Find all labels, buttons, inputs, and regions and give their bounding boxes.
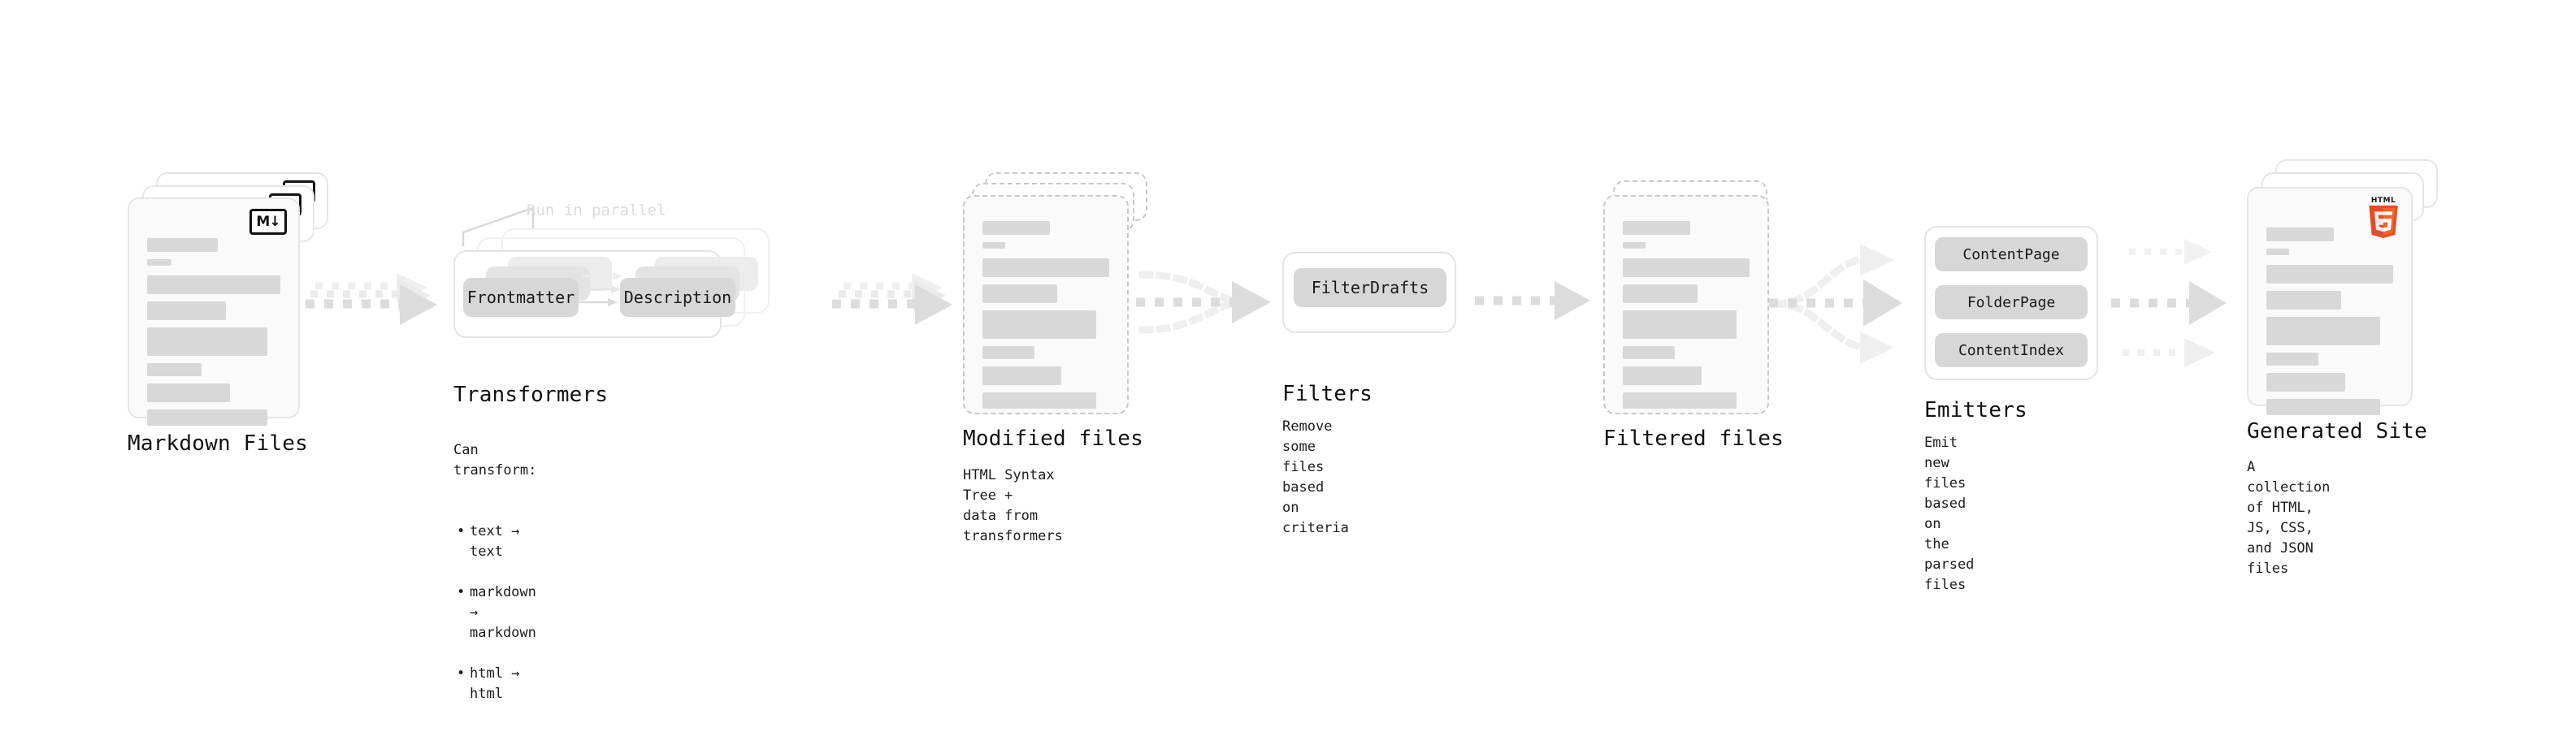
modified-card-front [963, 195, 1129, 414]
stage-title-markdown-files: Markdown Files [128, 431, 308, 456]
placeholder-line [982, 221, 1050, 235]
placeholder-line [1623, 346, 1675, 359]
placeholder-line [982, 366, 1061, 385]
connector-filtered-to-emitters [1769, 244, 1902, 364]
run-in-parallel-label: Run in parallel [527, 201, 666, 219]
site-card-front: HTML [2247, 187, 2413, 415]
chip-contentindex[interactable]: ContentIndex [1935, 333, 2088, 367]
placeholder-line [2266, 227, 2334, 241]
chip-filterdrafts[interactable]: FilterDrafts [1294, 268, 1446, 307]
emitters-subtitle: Emit new files based on the parsed files [1924, 435, 1975, 593]
placeholder-line [147, 275, 280, 294]
chip-contentpage[interactable]: ContentPage [1935, 237, 2088, 271]
placeholder-line [2266, 291, 2342, 310]
connector-modified-to-filters [1136, 271, 1271, 334]
placeholder-line [982, 346, 1034, 359]
placeholder-line [147, 301, 226, 320]
placeholder-line [2266, 317, 2381, 345]
placeholder-line [147, 259, 171, 266]
transformers-bullet-list: text → text markdown → markdown html → h… [453, 501, 536, 725]
chip-frontmatter[interactable]: Frontmatter [463, 278, 579, 317]
transformers-bullet: text → text [457, 522, 536, 562]
chip-folderpage[interactable]: FolderPage [1935, 285, 2088, 319]
placeholder-lines [2266, 227, 2393, 422]
stage-title-emitters: Emitters [1924, 398, 2027, 422]
transformers-bullet: html → html [457, 664, 536, 704]
markdown-badge-icon: M↓ [249, 209, 287, 235]
placeholder-line [147, 327, 267, 356]
placeholder-line [982, 242, 1006, 249]
parallel-bracket-icon [462, 206, 535, 247]
placeholder-line [1623, 366, 1702, 385]
filtered-card-front [1603, 195, 1769, 414]
placeholder-lines [1623, 221, 1750, 416]
stage-title-filters: Filters [1282, 382, 1373, 406]
placeholder-line [1623, 258, 1750, 277]
chip-connector-arrows [575, 272, 622, 306]
placeholder-line [982, 258, 1109, 277]
transformers-bullet: markdown → markdown [457, 583, 536, 643]
markdown-card-front: M↓ [128, 197, 300, 426]
placeholder-line [982, 392, 1097, 409]
stage-title-modified-files: Modified files [963, 427, 1143, 451]
placeholder-line [1623, 221, 1690, 235]
placeholder-line [147, 409, 267, 426]
placeholder-lines [147, 238, 280, 433]
pipeline-diagram: M↓ M↓ M↓ Markdown Files [0, 0, 2576, 681]
placeholder-lines [982, 221, 1109, 416]
placeholder-line [982, 284, 1058, 303]
connector-emitters-to-site [2111, 239, 2227, 367]
placeholder-line [1623, 242, 1646, 249]
transformers-subtitle-heading: Can transform: [453, 442, 537, 479]
placeholder-line [2266, 399, 2381, 415]
placeholder-line [2266, 265, 2393, 284]
connector-filters-to-filtered [1475, 281, 1590, 320]
generated-site-subtitle: A collection of HTML, JS, CSS, and JSON … [2247, 459, 2331, 577]
html5-badge-label: HTML [2370, 197, 2396, 205]
placeholder-line [1623, 310, 1737, 339]
transformers-subtitle: Can transform: text → text markdown → ma… [453, 420, 536, 745]
placeholder-line [147, 363, 202, 376]
html5-badge-icon: HTML [2367, 197, 2400, 238]
placeholder-line [2266, 373, 2345, 392]
stage-title-generated-site: Generated Site [2247, 419, 2427, 444]
filters-subtitle: Remove some files based on criteria [1282, 418, 1349, 536]
placeholder-line [1623, 392, 1737, 409]
placeholder-line [2266, 249, 2290, 255]
placeholder-line [2266, 353, 2318, 366]
placeholder-line [982, 310, 1097, 339]
connector-transformers-to-modified [832, 273, 952, 325]
placeholder-line [1623, 284, 1698, 303]
stage-title-filtered-files: Filtered files [1603, 427, 1784, 451]
chip-description[interactable]: Description [620, 278, 735, 317]
connector-markdown-to-transformers [306, 273, 437, 325]
stage-title-transformers: Transformers [453, 383, 609, 407]
modified-files-subtitle: HTML Syntax Tree + data from transformer… [963, 467, 1063, 544]
placeholder-line [147, 383, 230, 402]
placeholder-line [147, 238, 218, 252]
